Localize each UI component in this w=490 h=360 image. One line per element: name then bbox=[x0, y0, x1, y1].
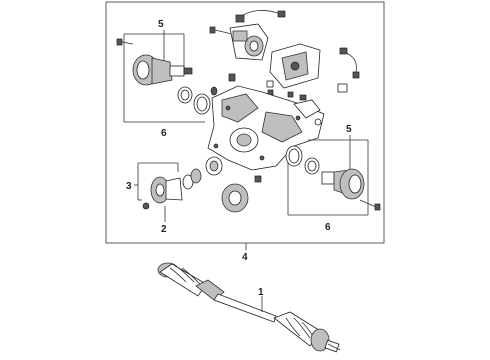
right-output-flange bbox=[321, 168, 365, 200]
callout-5-right: 5 bbox=[346, 124, 352, 135]
callout-3: 3 bbox=[126, 181, 132, 192]
callout-6-left: 6 bbox=[161, 128, 167, 139]
long-bolt bbox=[209, 26, 233, 35]
left-seal-rings bbox=[177, 86, 218, 115]
callout-5-left: 5 bbox=[158, 19, 164, 30]
right-bracket-5 bbox=[287, 135, 369, 216]
sensor-bracket bbox=[287, 91, 322, 126]
differential-housing bbox=[207, 85, 325, 171]
rubber-mount bbox=[221, 183, 249, 213]
left-output-flange bbox=[132, 54, 193, 86]
actuator-motor bbox=[229, 23, 269, 61]
left-bolt bbox=[116, 38, 134, 46]
small-bolt-lower bbox=[254, 175, 262, 183]
left-bracket-5 bbox=[123, 30, 205, 123]
sensor-cable bbox=[339, 47, 360, 79]
wiring-harness bbox=[235, 10, 286, 23]
axle-shaft bbox=[157, 262, 341, 353]
right-bolt bbox=[359, 199, 381, 211]
bracket-3 bbox=[134, 162, 179, 201]
control-module bbox=[269, 43, 321, 89]
assembly-frame bbox=[105, 1, 385, 244]
callout-4: 4 bbox=[242, 252, 248, 263]
right-seal-rings bbox=[285, 145, 320, 175]
pinion-flange bbox=[150, 156, 223, 204]
callout-6-right: 6 bbox=[325, 222, 331, 233]
small-connector bbox=[337, 83, 348, 93]
callout-1: 1 bbox=[258, 287, 264, 298]
pinion-nut bbox=[142, 202, 150, 210]
callout-2: 2 bbox=[161, 224, 167, 235]
